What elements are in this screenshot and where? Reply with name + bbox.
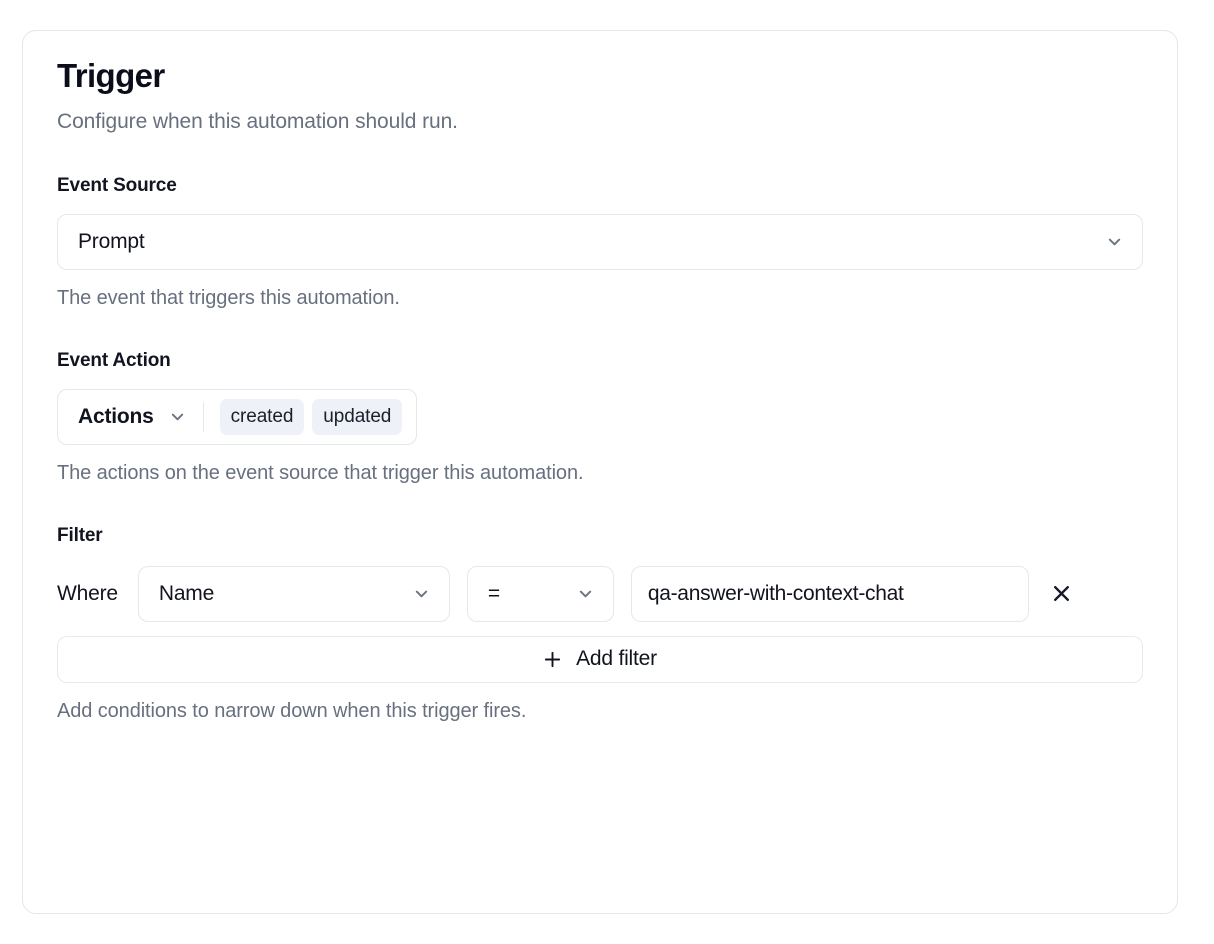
page-title: Trigger xyxy=(57,57,165,94)
filter-help: Add conditions to narrow down when this … xyxy=(57,699,527,722)
filter-value-text: qa-answer-with-context-chat xyxy=(647,581,904,605)
where-label: Where xyxy=(57,581,118,605)
event-action-field: Event Action Actions created updated The… xyxy=(57,350,1143,485)
event-action-help: The actions on the event source that tri… xyxy=(57,461,584,484)
remove-filter-button[interactable] xyxy=(1045,577,1079,611)
filter-operator-value: = xyxy=(487,581,500,605)
filter-field-select[interactable]: Name xyxy=(137,565,450,622)
filter-row: Where Name = qa-answer-with-context-chat xyxy=(57,565,1143,622)
filter-field: Filter Where Name = qa-answer-with-c xyxy=(57,525,1143,723)
event-source-field: Event Source Prompt The event that trigg… xyxy=(57,175,1143,310)
chevron-down-icon xyxy=(412,584,431,603)
filter-operator-select[interactable]: = xyxy=(466,565,614,622)
event-action-control[interactable]: Actions created updated xyxy=(57,388,418,445)
event-source-help: The event that triggers this automation. xyxy=(57,286,400,309)
filter-label: Filter xyxy=(57,524,103,546)
plus-icon xyxy=(543,650,576,669)
trigger-card: Trigger Configure when this automation s… xyxy=(22,30,1178,914)
chevron-down-icon[interactable] xyxy=(168,407,187,426)
chevron-down-icon xyxy=(576,584,595,603)
event-action-badge[interactable]: created xyxy=(219,398,305,435)
divider xyxy=(202,401,204,432)
filter-field-value: Name xyxy=(158,581,215,605)
close-icon xyxy=(1051,583,1072,604)
event-action-button-label: Actions xyxy=(78,404,154,428)
add-filter-button[interactable]: Add filter xyxy=(57,635,1143,683)
filter-value-input[interactable]: qa-answer-with-context-chat xyxy=(630,565,1029,622)
add-filter-label: Add filter xyxy=(576,647,657,671)
event-source-select[interactable]: Prompt xyxy=(57,213,1143,270)
chevron-down-icon xyxy=(1105,232,1124,251)
page-subtitle: Configure when this automation should ru… xyxy=(57,109,458,133)
event-source-value: Prompt xyxy=(78,229,145,253)
event-action-label: Event Action xyxy=(57,349,171,371)
event-source-label: Event Source xyxy=(57,175,177,197)
event-action-badge[interactable]: updated xyxy=(312,398,403,435)
